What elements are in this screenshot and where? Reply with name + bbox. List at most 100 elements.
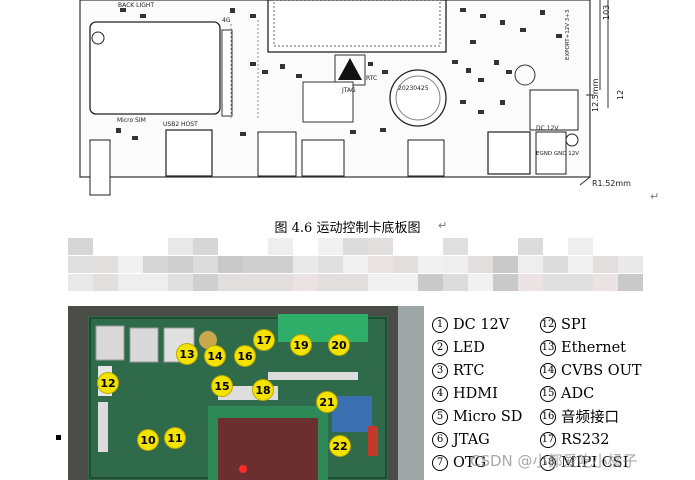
legend-label: ADC — [561, 385, 595, 402]
blur-cell — [243, 274, 268, 291]
dimension-12-label: 12 — [616, 89, 625, 100]
pcb-return-mark: ↵ — [650, 190, 660, 203]
photo-marker-18: 18 — [253, 380, 273, 400]
rtc-label: RTC — [366, 75, 378, 82]
blur-cell — [368, 238, 393, 255]
date-code-label: 20230425 — [398, 85, 429, 92]
legend-label: HDMI — [453, 385, 498, 402]
legend-item-jtag: 6 JTAG — [432, 429, 490, 450]
legend-label: OTG — [453, 454, 487, 471]
blur-cell — [343, 256, 368, 273]
legend-label: Ethernet — [561, 339, 627, 356]
blur-cell — [218, 274, 243, 291]
blur-cell — [518, 256, 543, 273]
legend-label: CVBS OUT — [561, 362, 642, 379]
dimension-12-5mm: 12.5mm — [591, 78, 600, 112]
legend-item-spi: 12 SPI — [540, 314, 586, 335]
legend-item-rs232: 17 RS232 — [540, 429, 610, 450]
blur-cell — [193, 274, 218, 291]
blur-cell — [68, 238, 93, 255]
usb2-host-label: USB2 HOST — [163, 121, 198, 128]
blur-cell — [443, 238, 468, 255]
blur-cell — [318, 274, 343, 291]
blur-cell — [343, 238, 368, 255]
legend-item-micro-sd: 5 Micro SD — [432, 406, 522, 427]
blur-cell — [393, 256, 418, 273]
blur-cell — [243, 256, 268, 273]
legend-num: 4 — [432, 385, 448, 402]
blur-cell — [118, 274, 143, 291]
blur-cell — [293, 274, 318, 291]
blur-cell — [93, 274, 118, 291]
figure-caption: 图 4.6 运动控制卡底板图 — [274, 221, 421, 236]
photo-marker-22: 22 — [330, 436, 350, 456]
legend-num: 13 — [540, 339, 556, 356]
legend-label: DC 12V — [453, 316, 510, 333]
jtag-label: JTAG — [342, 87, 356, 94]
blur-cell — [68, 256, 93, 273]
export-label: EXPORT+12V 3+3 — [565, 9, 571, 60]
blur-cell — [443, 256, 468, 273]
4g-label: 4G — [222, 17, 231, 24]
legend-label: LED — [453, 339, 485, 356]
egnd-label: EGND GND 12V — [536, 151, 579, 157]
photo-marker-21: 21 — [317, 392, 337, 412]
blur-cell — [593, 256, 618, 273]
blur-cell — [68, 274, 93, 291]
legend-num: 7 — [432, 454, 448, 471]
legend-item-mipi-csi: 18 MIPI CSI — [540, 452, 628, 473]
blur-cell — [568, 238, 593, 255]
legend-num: 6 — [432, 431, 448, 448]
list-bullet — [56, 435, 61, 440]
legend-label: Micro SD — [453, 408, 523, 425]
legend-label: RTC — [453, 362, 485, 379]
photo-marker-19: 19 — [291, 335, 311, 355]
blur-cell — [418, 274, 443, 291]
legend-label: MIPI CSI — [561, 454, 629, 471]
blur-cell — [468, 256, 493, 273]
blur-cell — [443, 274, 468, 291]
blur-cell — [218, 256, 243, 273]
legend-label: RS232 — [561, 431, 610, 448]
legend-num: 18 — [540, 454, 556, 471]
blur-cell — [468, 274, 493, 291]
legend-num: 3 — [432, 362, 448, 379]
legend-label: SPI — [561, 316, 587, 333]
photo-marker-10: 10 — [138, 430, 158, 450]
dc12v-board-label: DC 12V — [536, 125, 559, 132]
photo-marker-13: 13 — [177, 344, 197, 364]
photo-marker-12: 12 — [98, 373, 118, 393]
legend-label: JTAG — [453, 431, 490, 448]
photo-marker-16: 16 — [235, 346, 255, 366]
dimension-r-label: R1.52mm — [592, 179, 631, 188]
legend-label: 音频接口 — [561, 410, 619, 426]
blur-cell — [518, 274, 543, 291]
blur-cell — [568, 274, 593, 291]
blur-cell — [143, 274, 168, 291]
legend-num: 5 — [432, 408, 448, 425]
blur-cell — [293, 256, 318, 273]
legend-num: 2 — [432, 339, 448, 356]
legend-item-adc: 15 ADC — [540, 383, 594, 404]
legend-item-hdmi: 4 HDMI — [432, 383, 498, 404]
photo-marker-17: 17 — [254, 330, 274, 350]
blur-cell — [593, 274, 618, 291]
blur-cell — [618, 274, 643, 291]
legend-item-led: 2 LED — [432, 337, 485, 358]
back-light-label: BACK LIGHT — [118, 2, 155, 9]
blur-cell — [193, 238, 218, 255]
csdn-watermark: CSDN @小都爱吃小橘子 — [470, 452, 638, 470]
blur-cell — [393, 274, 418, 291]
legend-num: 16 — [540, 408, 556, 425]
blur-cell — [318, 238, 343, 255]
blur-cell — [618, 256, 643, 273]
legend-num: 12 — [540, 316, 556, 333]
blur-cell — [493, 256, 518, 273]
legend-item-dc12v: 1 DC 12V — [432, 314, 509, 335]
blur-cell — [543, 274, 568, 291]
caption-return-mark: ↵ — [438, 219, 448, 232]
blur-cell — [168, 256, 193, 273]
board-photo-graphic — [68, 306, 424, 480]
blur-cell — [368, 274, 393, 291]
photo-marker-15: 15 — [212, 376, 232, 396]
